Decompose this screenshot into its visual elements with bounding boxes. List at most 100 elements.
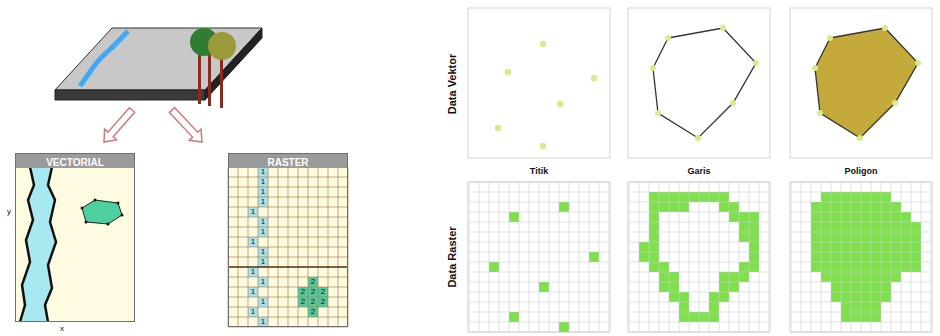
- cell-value: 1: [261, 318, 265, 326]
- raster-cell: [871, 262, 881, 272]
- cell-value: 2: [311, 288, 315, 296]
- raster-cell: [559, 322, 569, 332]
- raster-cell: [649, 222, 659, 232]
- raster-cell: [881, 192, 891, 202]
- grid-line: [228, 287, 348, 288]
- cell-value: 1: [261, 298, 265, 306]
- raster-cell: [659, 272, 669, 282]
- raster-cell: [861, 232, 871, 242]
- point-feature: [591, 75, 597, 81]
- raster-cell: [871, 202, 881, 212]
- raster-cell: [821, 242, 831, 252]
- grid-line: [228, 217, 348, 218]
- title-bar: VECTORIAL: [16, 154, 134, 168]
- grid-line: [469, 302, 609, 303]
- raster-cell: [729, 282, 739, 292]
- river-cell: [258, 257, 268, 267]
- grid-line: [629, 282, 769, 283]
- raster-cell: [811, 262, 821, 272]
- grid-line: [791, 332, 931, 333]
- map-panel: VECTORIAL: [15, 153, 135, 322]
- slab-side: [55, 90, 205, 100]
- raster-cell: [719, 282, 729, 292]
- raster-cell: [891, 272, 901, 282]
- raster-cell: [871, 282, 881, 292]
- point-feature: [505, 69, 511, 75]
- grid-line: [881, 182, 882, 332]
- raster-cell: [901, 222, 911, 232]
- raster-cell: [841, 232, 851, 242]
- vertex-dot: [107, 223, 110, 226]
- raster-cell: [649, 242, 659, 252]
- forest-polygon: [82, 200, 122, 224]
- cell-value: 2: [311, 278, 315, 286]
- raster-cell: [679, 202, 689, 212]
- cell-value: 1: [251, 208, 255, 216]
- raster-cell: [901, 262, 911, 272]
- grid-line: [499, 182, 500, 332]
- raster-cell: [739, 262, 749, 272]
- raster-cell: [871, 232, 881, 242]
- raster-cell: [881, 272, 891, 282]
- raster-cell: [851, 222, 861, 232]
- cell-value: 1: [261, 198, 265, 206]
- raster-cell: [861, 222, 871, 232]
- grid-line: [791, 272, 931, 273]
- river-cell: [258, 217, 268, 227]
- raster-cell: [729, 202, 739, 212]
- river-cell: [248, 307, 258, 317]
- raster-cell: [669, 292, 679, 302]
- grid-line: [871, 182, 872, 332]
- raster-cell: [841, 292, 851, 302]
- raster-cell: [851, 242, 861, 252]
- grid-line: [791, 202, 931, 203]
- grid-line: [629, 312, 769, 313]
- grid-line: [469, 282, 609, 283]
- raster-cell: [739, 222, 749, 232]
- example-panel: [790, 182, 932, 332]
- grid-line: [739, 182, 740, 332]
- river-cell: [258, 197, 268, 207]
- raster-cell: [831, 272, 841, 282]
- grid-line: [749, 182, 750, 332]
- raster-cell: [911, 262, 921, 272]
- grid-line: [931, 182, 932, 332]
- raster-cell: [669, 202, 679, 212]
- raster-cell: [821, 232, 831, 242]
- raster-cell: [559, 202, 569, 212]
- grid-line: [629, 192, 769, 193]
- raster-cell: [911, 252, 921, 262]
- grid-line: [228, 227, 348, 228]
- raster-cell: [851, 252, 861, 262]
- vertex-dot: [94, 199, 97, 202]
- raster-cell: [831, 242, 841, 252]
- raster-cell: [911, 242, 921, 252]
- raster-cell: [881, 222, 891, 232]
- grid-line: [469, 272, 609, 273]
- grid-line: [509, 182, 510, 332]
- grid-line: [791, 222, 931, 223]
- vertex-dot: [892, 100, 898, 106]
- river-area: [20, 167, 56, 322]
- cell-value: 2: [321, 298, 325, 306]
- grid-line: [469, 192, 609, 193]
- river-cell: [258, 277, 268, 287]
- raster-cell: [749, 242, 759, 252]
- river-cell: [248, 267, 258, 277]
- panel-title: RASTER: [267, 157, 308, 168]
- split-arrow: [169, 108, 202, 142]
- raster-cell: [871, 252, 881, 262]
- cell-value: 1: [261, 228, 265, 236]
- raster-cell: [861, 292, 871, 302]
- grid-line: [489, 182, 490, 332]
- river-stroke: [80, 31, 128, 86]
- raster-cell: [881, 282, 891, 292]
- cell-value: 2: [311, 308, 315, 316]
- grid-line: [729, 182, 730, 332]
- vertex-dot: [915, 60, 921, 66]
- grid-line: [469, 262, 609, 263]
- raster-cell: [881, 202, 891, 212]
- vertex-dot: [655, 110, 661, 116]
- polygon-feature: [815, 28, 918, 138]
- row-label: Data Vektor: [447, 54, 458, 115]
